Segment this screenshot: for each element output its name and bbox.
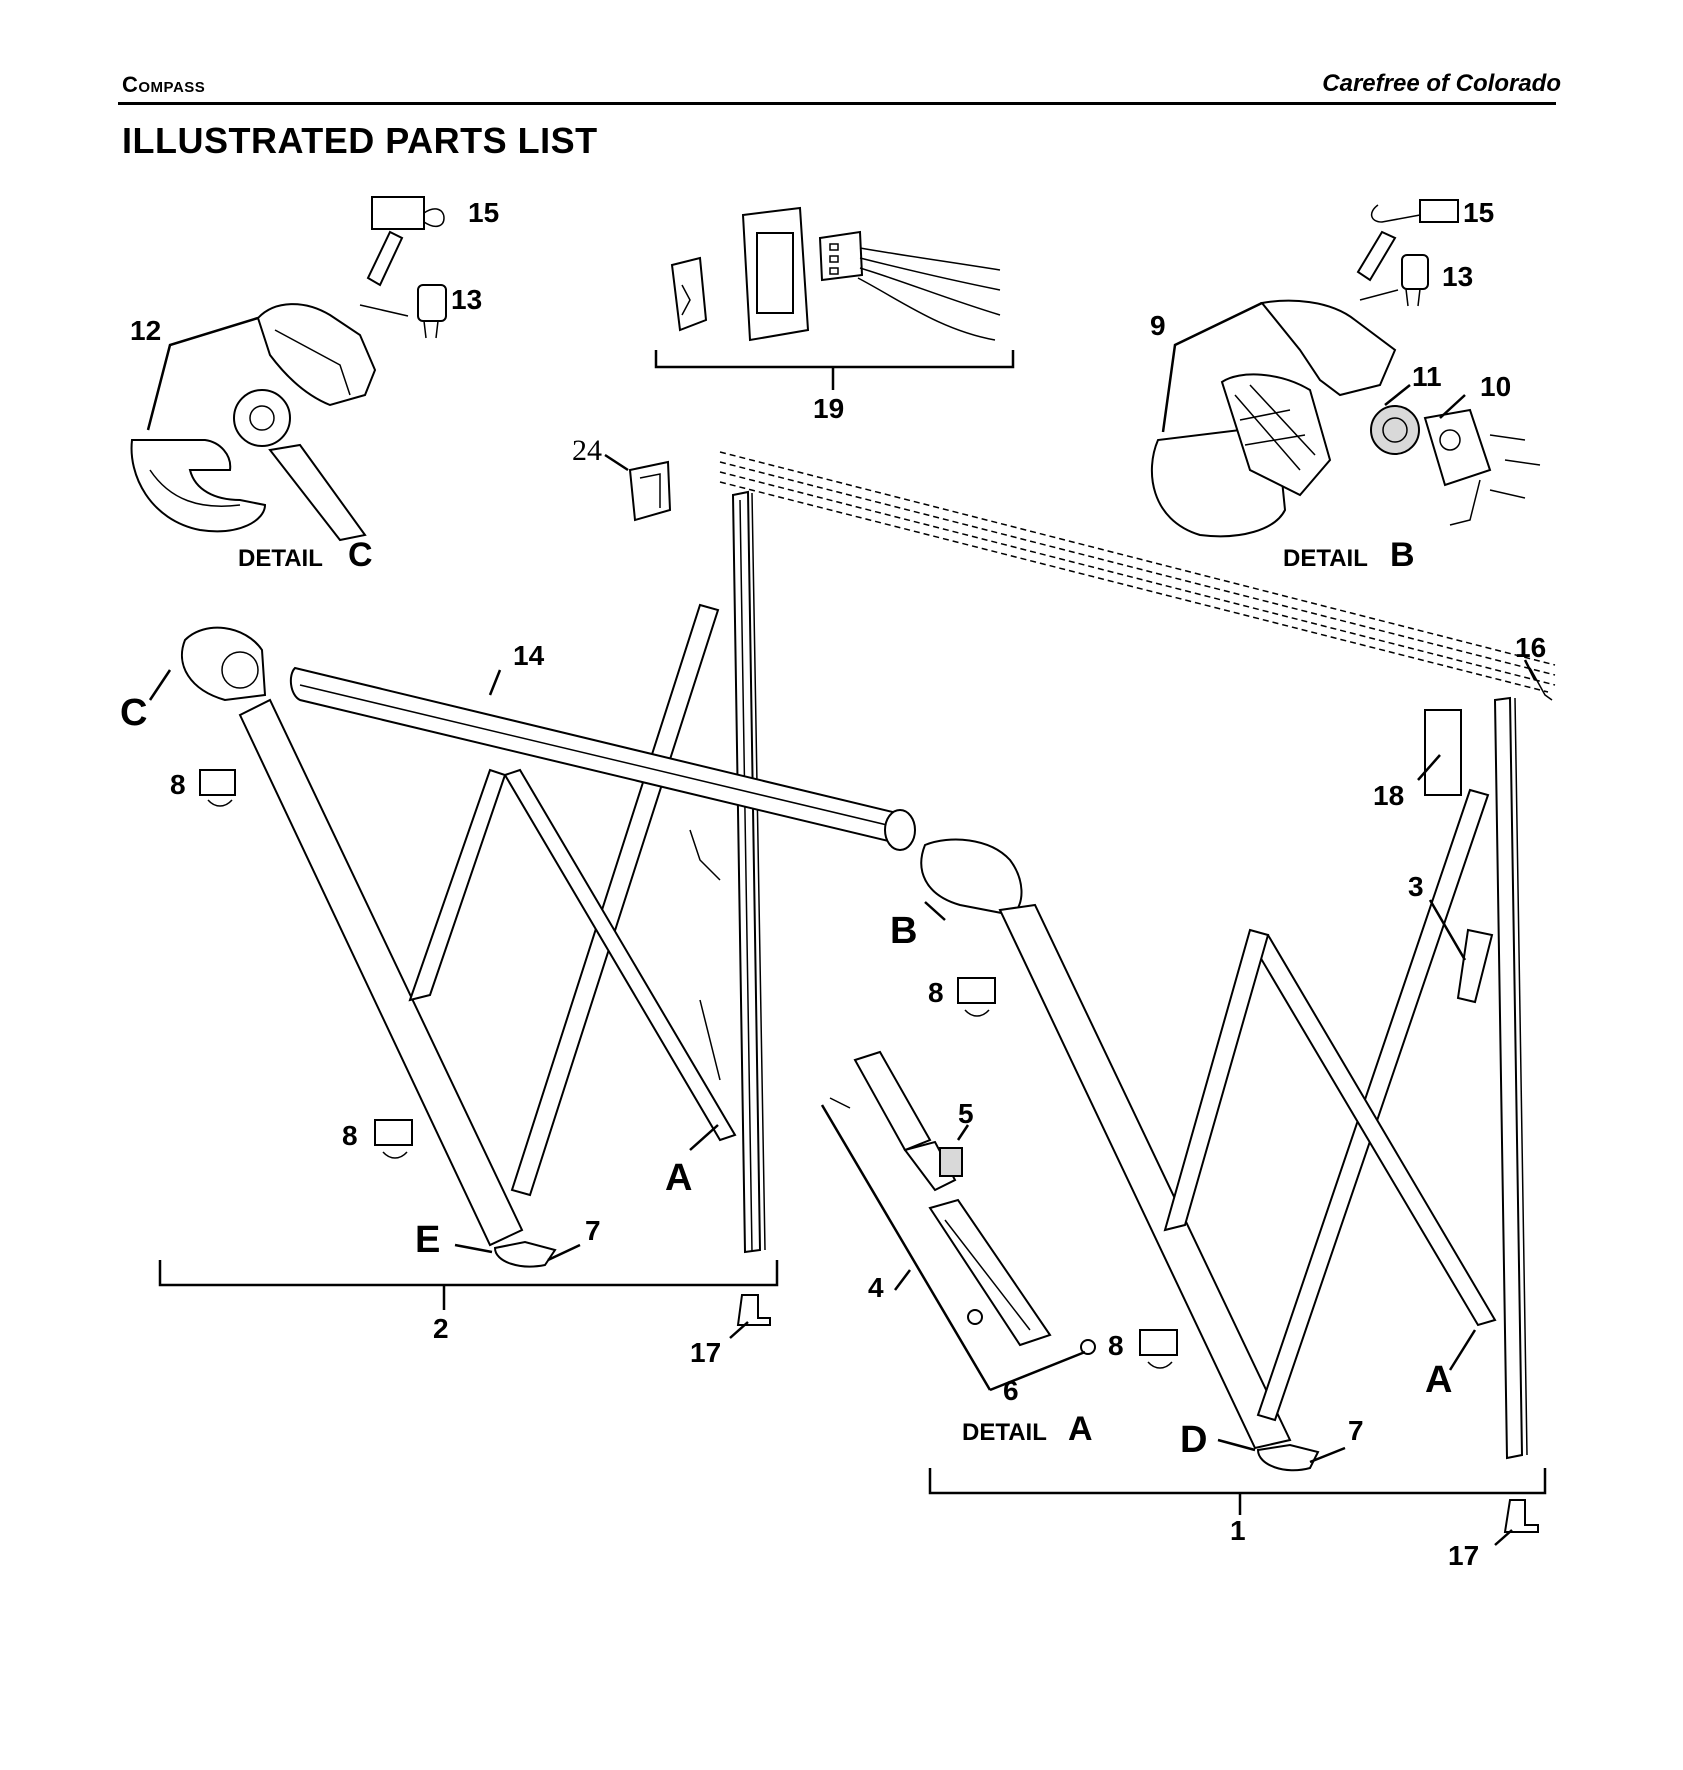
callout-8-d: 8 [1108, 1330, 1124, 1361]
bracket-19 [654, 350, 1015, 390]
callout-12: 12 [130, 315, 161, 346]
callout-13-right: 13 [1442, 261, 1473, 292]
callout-letter-d: D [1180, 1419, 1207, 1461]
left-arm-assembly-illustration [148, 490, 916, 1339]
callout-15-left: 15 [468, 197, 499, 228]
switch-assembly-illustration [670, 206, 1001, 342]
callout-7-right: 7 [1348, 1415, 1364, 1446]
bracket-2 [158, 1260, 779, 1310]
callout-17-right: 17 [1448, 1540, 1479, 1571]
callout-7-left: 7 [585, 1215, 601, 1246]
callout-4: 4 [868, 1272, 884, 1303]
callout-letter-c: C [120, 692, 147, 734]
callout-9: 9 [1150, 310, 1166, 341]
detail-b-illustration [1151, 199, 1541, 538]
part-24-illustration [628, 460, 672, 522]
callout-14: 14 [513, 640, 545, 671]
callout-2: 2 [433, 1313, 449, 1344]
callout-3: 3 [1408, 871, 1424, 902]
callout-10: 10 [1480, 371, 1511, 402]
callout-6: 6 [1003, 1375, 1019, 1406]
callout-16: 16 [1515, 632, 1546, 663]
callout-11: 11 [1412, 361, 1442, 392]
callout-17-left: 17 [690, 1337, 721, 1368]
page-title: ILLUSTRATED PARTS LIST [122, 120, 598, 161]
leader-24 [604, 453, 629, 472]
detail-a-letter: A [1068, 1410, 1093, 1448]
callout-letter-a-right: A [1425, 1359, 1452, 1401]
detail-c-illustration [130, 196, 447, 542]
detail-c-word: DETAIL [238, 545, 323, 572]
header-product-name: Compass [122, 72, 206, 97]
detail-a-illustration [820, 1050, 1096, 1392]
callout-letter-b: B [890, 910, 917, 952]
awning-fabric-outline [719, 451, 1556, 693]
header-rule [118, 102, 1556, 105]
callout-5: 5 [958, 1098, 974, 1129]
callout-13-left: 13 [451, 284, 482, 315]
detail-a-word: DETAIL [962, 1419, 1047, 1446]
header-company-name: Carefree of Colorado [1322, 70, 1561, 97]
detail-b-letter: B [1390, 536, 1415, 574]
callout-19: 19 [813, 393, 844, 424]
detail-c-letter: C [348, 536, 373, 574]
callout-8-c: 8 [928, 977, 944, 1008]
callout-8-b: 8 [342, 1120, 358, 1151]
bracket-1 [928, 1468, 1547, 1515]
right-arm-assembly-illustration [920, 659, 1553, 1546]
callout-15-right: 15 [1463, 197, 1494, 228]
detail-b-word: DETAIL [1283, 545, 1368, 572]
callout-24: 24 [572, 434, 602, 467]
callout-8-a: 8 [170, 769, 186, 800]
callout-1: 1 [1230, 1515, 1246, 1546]
callout-18: 18 [1373, 780, 1404, 811]
callout-letter-a-left: A [665, 1157, 692, 1199]
callout-letter-e: E [415, 1219, 440, 1261]
